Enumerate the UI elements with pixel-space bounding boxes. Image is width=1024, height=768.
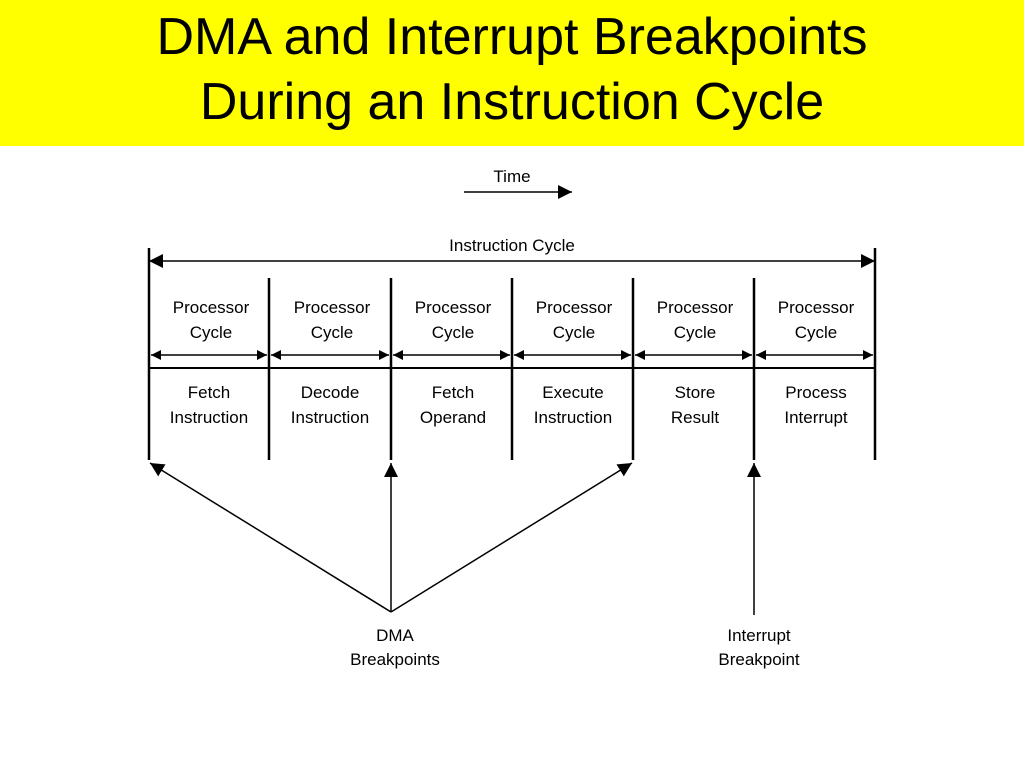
dma-label-line2: Breakpoints	[350, 650, 440, 669]
processor-cycle-label-bottom: Cycle	[553, 323, 596, 342]
stage-label-line1: Fetch	[432, 383, 475, 402]
slide-title-line-2: During an Instruction Cycle	[199, 73, 825, 131]
stage-labels: Fetch Instruction Decode Instruction Fet…	[170, 383, 848, 427]
interrupt-label-line1: Interrupt	[727, 626, 791, 645]
instruction-cycle-label: Instruction Cycle	[449, 236, 575, 255]
dma-label-line1: DMA	[376, 626, 414, 645]
stage-label-line1: Fetch	[188, 383, 231, 402]
dma-arrow-to-fetch-instruction	[149, 462, 392, 613]
processor-cycle-label-top: Processor	[415, 298, 492, 317]
interrupt-label-line2: Breakpoint	[718, 650, 800, 669]
processor-cycle-label-bottom: Cycle	[311, 323, 354, 342]
processor-cycle-label-top: Processor	[294, 298, 371, 317]
cycle-boundaries	[147, 248, 877, 460]
stage-label-line1: Decode	[301, 383, 360, 402]
processor-cycle-label-top: Processor	[536, 298, 613, 317]
processor-cycle-label-top: Processor	[657, 298, 734, 317]
processor-cycle-label-bottom: Cycle	[795, 323, 838, 342]
stage-label-line1: Execute	[542, 383, 603, 402]
processor-cycle-label-bottom: Cycle	[674, 323, 717, 342]
dma-arrow-to-store-result	[390, 462, 633, 613]
stage-label-line2: Interrupt	[784, 408, 848, 427]
stage-label-line2: Instruction	[291, 408, 369, 427]
title-bar: DMA and Interrupt Breakpoints During an …	[0, 0, 1024, 146]
processor-cycle-label-top: Processor	[173, 298, 250, 317]
time-label: Time	[493, 167, 530, 186]
stage-label-line2: Operand	[420, 408, 486, 427]
stage-label-line1: Store	[675, 383, 716, 402]
stage-label-line2: Instruction	[534, 408, 612, 427]
processor-cycle-label-bottom: Cycle	[190, 323, 233, 342]
dma-breakpoint-arrows	[149, 462, 633, 613]
processor-cycle-label-top: Processor	[778, 298, 855, 317]
processor-cycle-label-bottom: Cycle	[432, 323, 475, 342]
processor-cycle-labels: Processor Cycle Processor Cycle Processo…	[173, 298, 855, 342]
stage-label-line1: Process	[785, 383, 846, 402]
stage-label-line2: Result	[671, 408, 719, 427]
stage-label-line2: Instruction	[170, 408, 248, 427]
slide-title-line-1: DMA and Interrupt Breakpoints	[156, 8, 868, 66]
